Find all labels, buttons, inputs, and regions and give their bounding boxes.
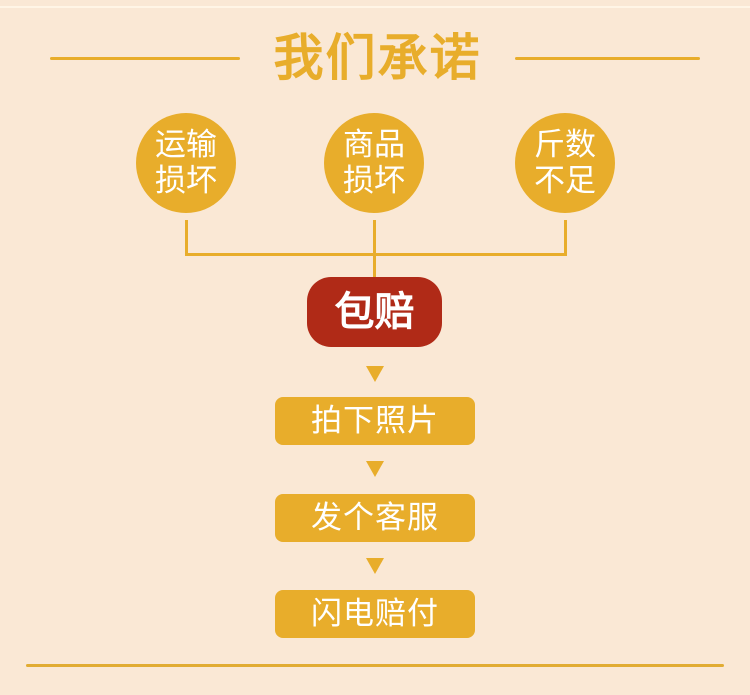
condition-label-line2: 损坏	[155, 163, 217, 199]
condition-product-damage: 商品 损坏	[324, 113, 424, 213]
condition-label-line1: 商品	[343, 127, 405, 163]
condition-weight-shortage: 斤数 不足	[515, 113, 615, 213]
compensation-badge: 包赔	[307, 277, 442, 347]
condition-label-line1: 斤数	[534, 127, 596, 163]
connector-horizontal	[185, 253, 567, 256]
step-fast-compensation: 闪电赔付	[275, 590, 475, 638]
title-rule-left	[50, 57, 240, 60]
header: 我们承诺	[0, 28, 750, 88]
page-title: 我们承诺	[273, 29, 482, 87]
condition-label-line1: 运输	[155, 127, 217, 163]
step-take-photo: 拍下照片	[275, 397, 475, 445]
connector-right	[564, 220, 567, 256]
connector-left	[185, 220, 188, 256]
bottom-divider	[26, 664, 724, 667]
arrow-down-icon	[366, 461, 384, 477]
step-contact-service: 发个客服	[275, 494, 475, 542]
condition-label-line2: 损坏	[343, 163, 405, 199]
arrow-down-icon	[366, 366, 384, 382]
condition-transport-damage: 运输 损坏	[136, 113, 236, 213]
arrow-down-icon	[366, 558, 384, 574]
connector-center	[373, 220, 376, 277]
condition-label-line2: 不足	[534, 163, 596, 199]
title-rule-right	[515, 57, 700, 60]
top-divider	[0, 6, 750, 8]
